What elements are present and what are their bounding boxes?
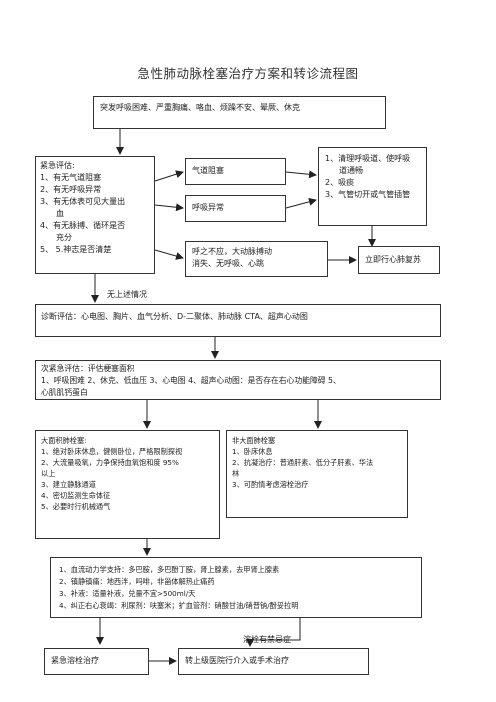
massive-pe-line: 5、必要时行机械通气	[41, 502, 111, 511]
emergency-eval-line: 4、有无脉搏、循环是否	[40, 221, 126, 230]
emergency-eval-line: 1、有无气道阻塞	[40, 173, 102, 182]
emergency-eval-box: 紧急评估: 1、有无气道阻塞 2、有无呼吸异常 3、有无体表可见大量出 血 4、…	[35, 156, 155, 274]
no-pulse-line: 呼之不应，大动脉搏动	[192, 247, 272, 256]
massive-pe-box: 大面积肺栓塞: 1、绝对卧床休息，健侧卧位，严格限制探视 2、大流量吸氧，力争保…	[35, 430, 220, 539]
no-pulse-line: 消失、无呼吸、心跳	[192, 259, 264, 268]
treatment-box: 1、血流动力学支持：多巴胺，多巴酚丁胺，肾上腺素，去甲肾上腺素 2、镇静镇痛：地…	[50, 557, 422, 618]
secondary-eval-box: 次紧急评估：评估梗塞面积 1、呼吸困难 2、休克、低血压 3、心电图 4、超声心…	[35, 360, 441, 400]
diagnostic-eval-box: 诊断评估：心电图、胸片、血气分析、D-二聚体、肺动脉 CTA、超声心动图	[35, 304, 441, 337]
breathing-abnormal-text: 呼吸异常	[192, 203, 224, 212]
page-title: 急性肺动脉栓塞治疗方案和转诊流程图	[137, 66, 359, 81]
no-above-label: 无上述情况	[107, 290, 147, 299]
treatment-line: 1、血流动力学支持：多巴胺，多巴酚丁胺，肾上腺素，去甲肾上腺素	[59, 565, 280, 574]
secondary-eval-line: 1、呼吸困难 2、休克、低血压 3、心电图 4、超声心动图：是否存在右心功能障碍…	[41, 376, 341, 385]
non-massive-pe-line: 林	[232, 469, 240, 478]
airway-obstruction-box: 气道阻塞	[185, 158, 286, 185]
secondary-eval-line: 心肌肌钙蛋白	[41, 388, 88, 397]
arrow-airway-to-actions	[285, 170, 317, 179]
no-pulse-box: 呼之不应，大动脉搏动 消失、无呼吸、心跳	[185, 241, 328, 277]
airway-actions-box: 1、清理呼吸道、使呼吸 道通畅 2、吸痰 3、气管切开或气管插管	[318, 147, 427, 226]
referral-box: 转上级医院行介入或手术治疗	[178, 648, 369, 675]
breathing-abnormal-box: 呼吸异常	[185, 195, 286, 222]
massive-pe-line: 以上	[41, 469, 56, 478]
referral-text: 转上级医院行介入或手术治疗	[185, 656, 289, 665]
massive-pe-header: 大面积肺栓塞:	[41, 436, 87, 445]
airway-action-line: 道通畅	[339, 166, 363, 175]
emergency-eval-line: 5、 5.神志是否清楚	[40, 245, 112, 254]
non-massive-pe-line: 2、抗凝治疗：普通肝素、低分子肝素、华法	[232, 458, 374, 467]
airway-action-line: 2、吸痰	[325, 178, 355, 187]
contraindication-label: 溶栓有禁忌症	[243, 635, 291, 644]
non-massive-pe-line: 1、卧床休息	[232, 447, 273, 456]
massive-pe-line: 3、建立静脉通道	[41, 480, 96, 489]
diagnostic-eval-text: 诊断评估：心电图、胸片、血气分析、D-二聚体、肺动脉 CTA、超声心动图	[41, 312, 308, 321]
non-massive-pe-header: 非大面肺栓塞	[232, 436, 276, 445]
secondary-eval-line: 次紧急评估：评估梗塞面积	[41, 364, 135, 373]
treatment-line: 2、镇静镇痛：地西泮，吗啡，非甾体解热止痛药	[59, 577, 215, 586]
treatment-line: 3、补液：适量补液，兑量不宜>500ml/天	[59, 589, 196, 598]
emergency-eval-line: 血	[56, 209, 64, 218]
symptoms-text: 突发呼吸困难、严重胸痛、咯血、烦躁不安、晕厥、休克	[100, 103, 300, 112]
emergency-eval-line: 充分	[56, 233, 72, 242]
non-massive-pe-line: 3、可酌情考虑溶栓治疗	[232, 480, 309, 489]
airway-obstruction-text: 气道阻塞	[192, 166, 224, 175]
emergency-eval-line: 2、有无呼吸异常	[40, 185, 102, 194]
massive-pe-line: 1、绝对卧床休息，健侧卧位，严格限制探视	[41, 447, 183, 456]
massive-pe-line: 2、大流量吸氧，力争保持血氧饱和度 95%	[41, 458, 179, 467]
arrow-treatment-to-contraindication	[246, 618, 301, 647]
cpr-box: 立即行心肺复苏	[358, 246, 440, 274]
non-massive-pe-box: 非大面肺栓塞 1、卧床休息 2、抗凝治疗：普通肝素、低分子肝素、华法 林 3、可…	[226, 430, 408, 518]
emergency-eval-header: 紧急评估:	[40, 161, 75, 170]
thrombolysis-box: 紧急溶栓治疗	[44, 648, 149, 675]
thrombolysis-text: 紧急溶栓治疗	[51, 656, 99, 665]
cpr-text: 立即行心肺复苏	[365, 255, 421, 264]
arrow-eval-to-breathing	[154, 203, 184, 212]
airway-action-line: 1、清理呼吸道、使呼吸	[325, 154, 411, 163]
arrow-breathing-to-actions	[285, 197, 317, 209]
arrow-eval-to-airway	[154, 170, 184, 182]
airway-action-line: 3、气管切开或气管插管	[325, 190, 411, 199]
arrow-eval-to-nopulse	[154, 249, 184, 260]
symptoms-box: 突发呼吸困难、严重胸痛、咯血、烦躁不安、晕厥、休克	[93, 96, 386, 129]
massive-pe-line: 4、密切监测生命体征	[41, 491, 111, 500]
emergency-eval-line: 3、有无体表可见大量出	[40, 197, 126, 206]
treatment-line: 4、纠正右心衰竭：利尿剂：呋塞米；扩血管剂：硝酸甘油/硝普钠/酚妥拉明	[59, 601, 299, 610]
